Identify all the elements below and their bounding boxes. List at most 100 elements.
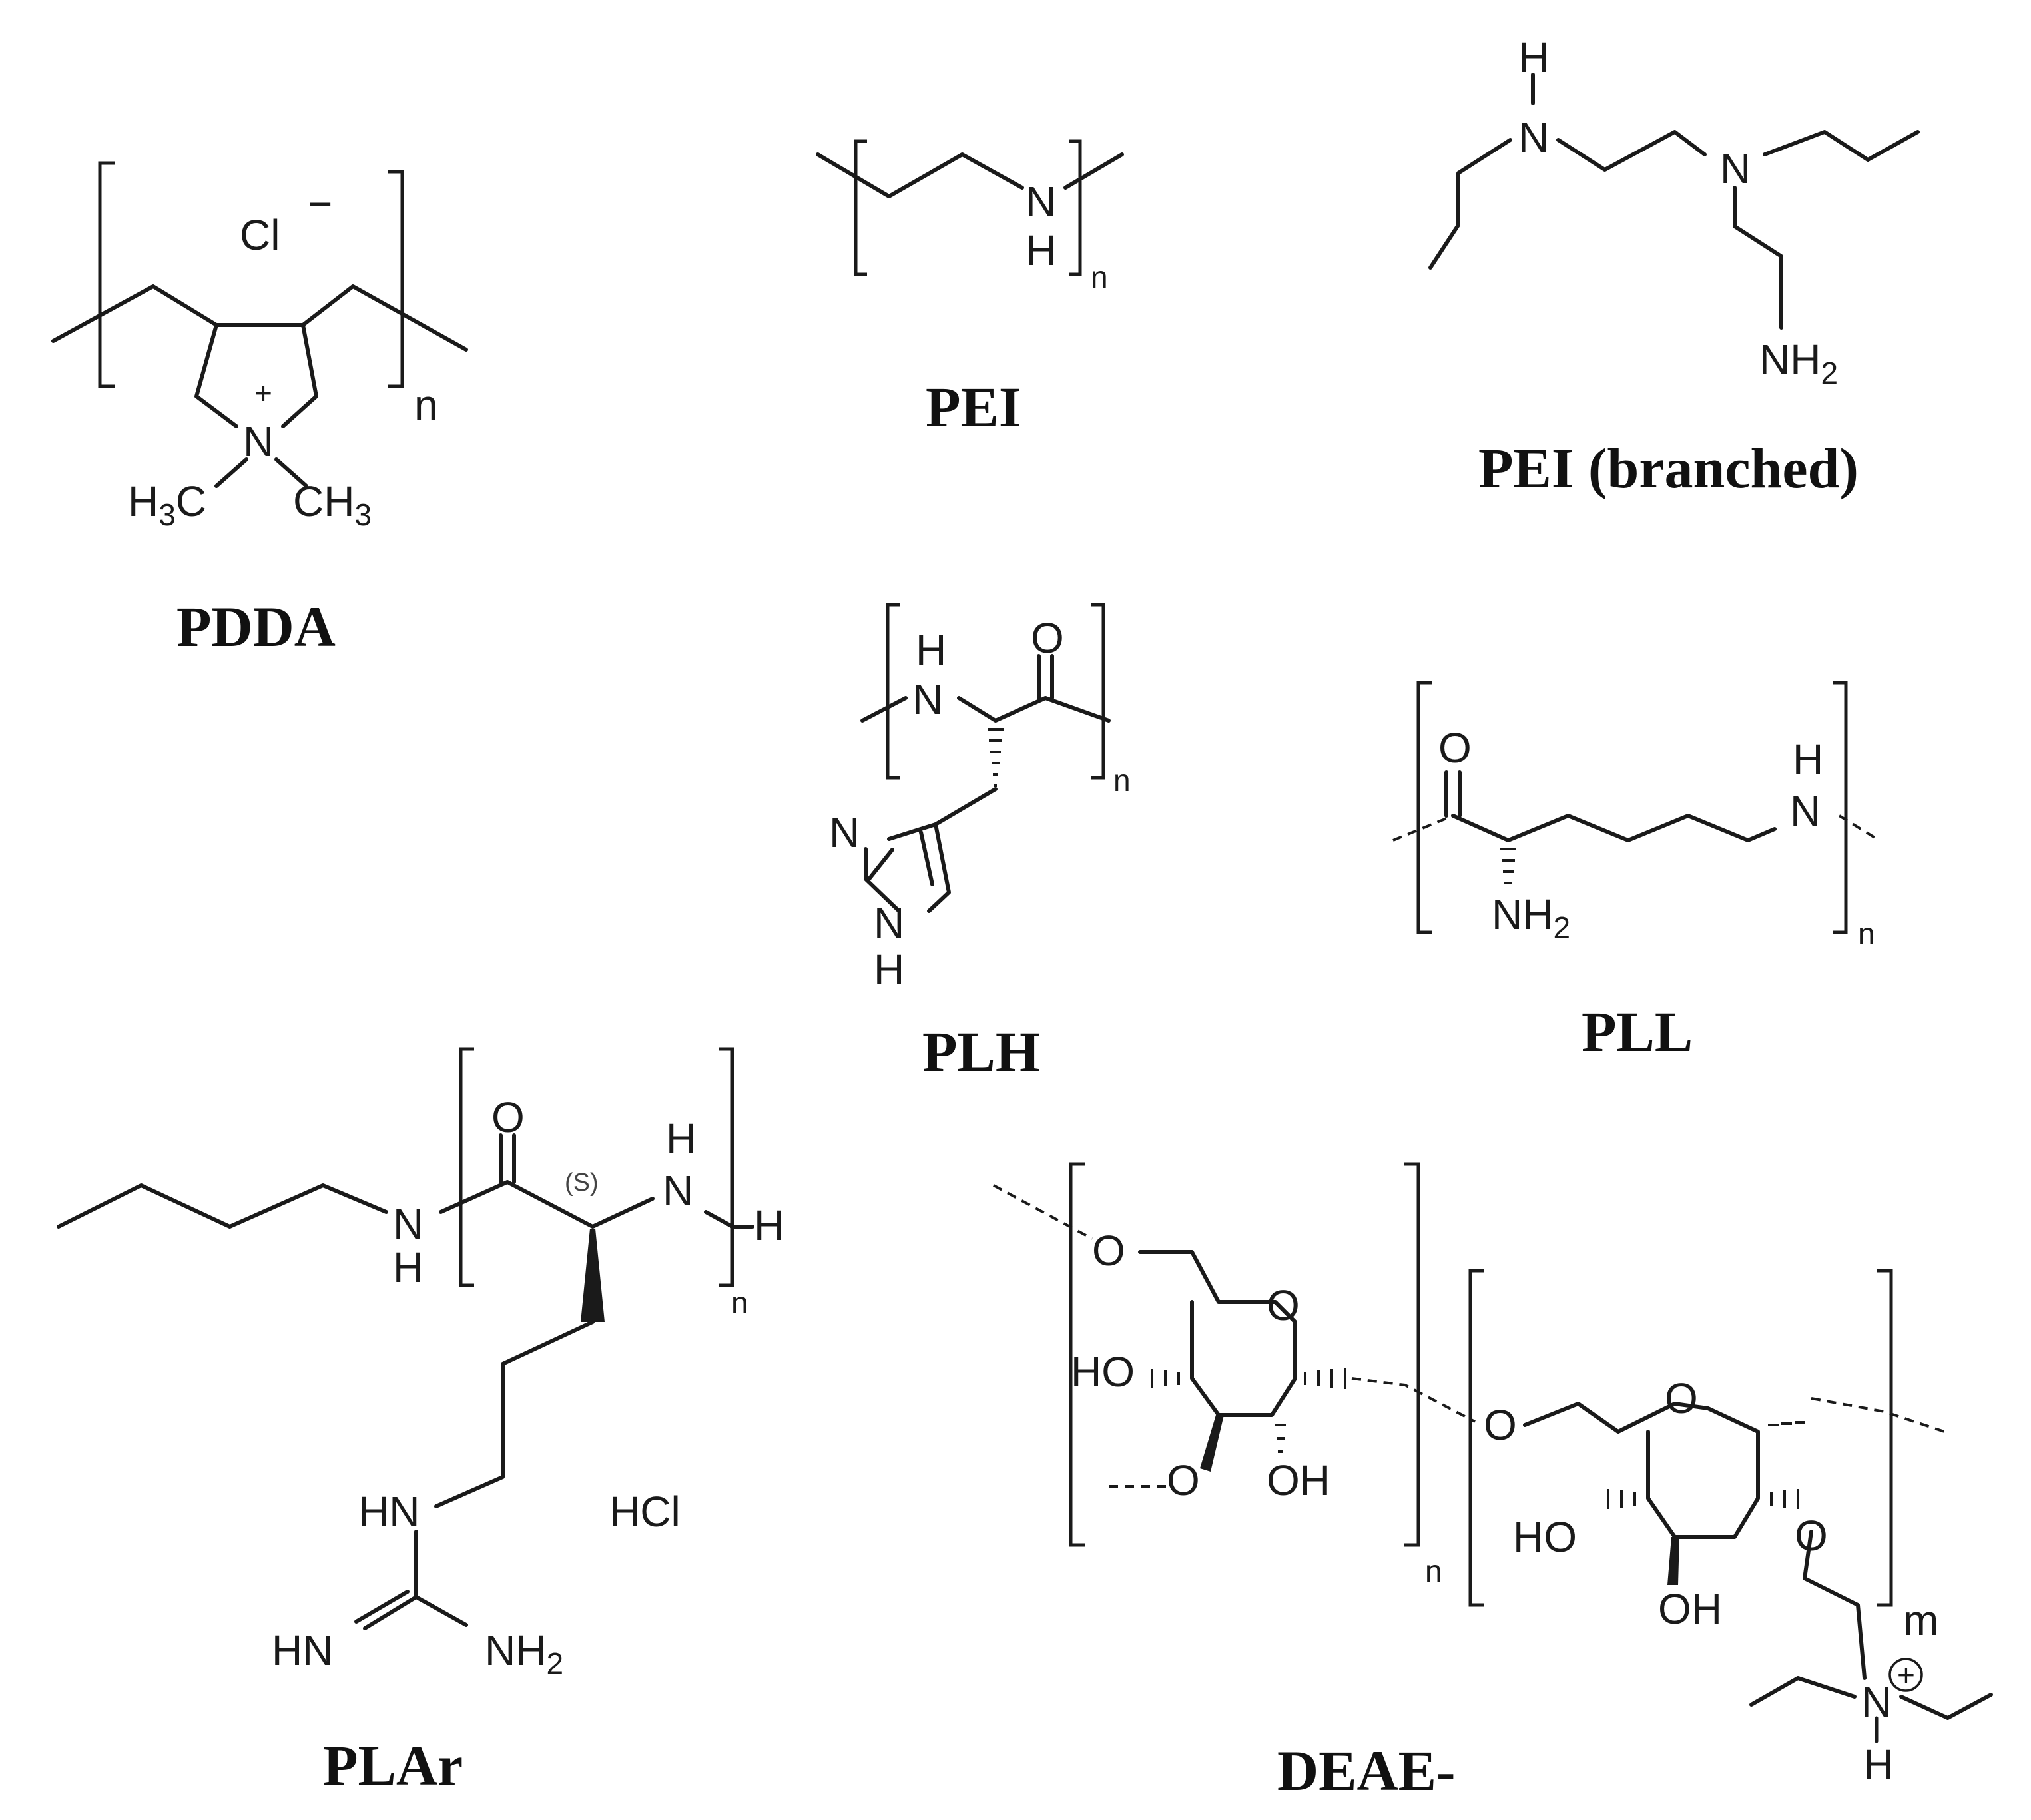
- plar-hn: HN: [358, 1488, 420, 1536]
- deae-repeat-n: n: [1425, 1554, 1442, 1588]
- pll-label: PLL: [1582, 1000, 1693, 1063]
- pdda-nitrogen: N: [243, 418, 274, 465]
- pdda-left-bracket: [98, 161, 115, 388]
- pdda-backbone: [51, 284, 468, 352]
- plh-ring-nh-n: N: [874, 899, 904, 947]
- deae-left-continuation: [993, 1184, 1093, 1240]
- pll-repeat-n: n: [1858, 916, 1875, 951]
- deae-right-continuation: [1811, 1397, 1945, 1433]
- pdda-ring: [194, 323, 318, 428]
- plar-carbonyl: [499, 1133, 516, 1184]
- pdda-structure: Cl − + N H3C CH3 n PDDA: [51, 161, 468, 659]
- deae-ho2: HO: [1513, 1513, 1577, 1561]
- pll-amine: NH2: [1492, 890, 1570, 945]
- deae-charge-circle: [1888, 1658, 1923, 1692]
- deae-o-link1: O: [1092, 1227, 1125, 1275]
- pdda-repeat-n: n: [414, 381, 438, 429]
- pei-left-bracket: [854, 139, 867, 276]
- pll-right-continuation: [1838, 814, 1881, 842]
- plh-left-bracket: [886, 603, 900, 780]
- deae-unit1-wedge: [1200, 1415, 1224, 1472]
- deae-unit2-hash-left: [1607, 1489, 1636, 1509]
- plar-nh-h: H: [666, 1115, 697, 1163]
- pdda-methyl-bonds: [214, 457, 308, 488]
- pei-branched-n2: N: [1720, 145, 1751, 192]
- deae-label: DEAE-: [1277, 1739, 1456, 1803]
- deae-o-link3: O: [1484, 1401, 1517, 1449]
- plar-guanidine: [363, 1530, 468, 1630]
- pdda-minus-charge: −: [308, 180, 332, 228]
- pei-structure: N H n PEI: [816, 139, 1124, 439]
- plar-end-h: H: [754, 1201, 784, 1249]
- pdda-label: PDDA: [176, 595, 336, 659]
- pei-branched-label: PEI (branched): [1478, 436, 1859, 500]
- plar-right-bracket: [719, 1047, 734, 1287]
- plh-repeat-n: n: [1113, 763, 1131, 798]
- deae-ho1: HO: [1071, 1348, 1135, 1396]
- plar-guanidine-double: [354, 1590, 410, 1624]
- pll-oxygen: O: [1438, 724, 1472, 772]
- plar-repeat-n: n: [731, 1285, 748, 1320]
- plh-label: PLH: [922, 1020, 1040, 1083]
- pei-branched-top-h: H: [1518, 33, 1549, 81]
- pei-branched-bonds: [1428, 73, 1920, 330]
- plar-stereo-label: (S): [565, 1169, 599, 1197]
- deae-unit1-hash-oh: [1275, 1424, 1286, 1453]
- pll-carbonyl: [1444, 770, 1462, 818]
- pll-left-bracket: [1416, 681, 1432, 934]
- pei-branched-amine: NH2: [1759, 336, 1838, 390]
- plh-side-chain: [934, 787, 998, 826]
- plar-side-chain: [434, 1320, 595, 1508]
- deae-unit1-hash-left: [1151, 1369, 1180, 1388]
- deae-ether-chain: [1803, 1530, 1867, 1680]
- plh-structure: H N O N N H n PLH: [829, 603, 1131, 1083]
- plh-ring-nh-h: H: [874, 946, 904, 994]
- pei-hydrogen: H: [1025, 226, 1056, 274]
- pei-branched-structure: H N N NH2 PEI (branched): [1428, 33, 1920, 500]
- plar-hcl: HCl: [609, 1488, 681, 1536]
- plar-stereo-wedge: [581, 1229, 605, 1322]
- deae-unit1-oxygen-bond: [1273, 1300, 1297, 1324]
- plar-butyl-chain: [57, 1183, 388, 1229]
- pei-label: PEI: [926, 375, 1021, 439]
- pei-branched-n1: N: [1518, 113, 1549, 161]
- deae-ring-o2: O: [1665, 1374, 1698, 1422]
- deae-unit1-hash-right: [1304, 1368, 1346, 1389]
- pll-left-continuation: [1392, 814, 1454, 842]
- pei-nitrogen: N: [1025, 178, 1056, 226]
- deae-ethyl-groups: [1749, 1676, 1993, 1720]
- deae-structure: O O HO O OH n O O HO OH O m N + H DEAE-: [993, 1162, 1993, 1803]
- pdda-counterion: Cl: [240, 211, 280, 259]
- deae-ring-o1: O: [1267, 1281, 1300, 1329]
- plh-nh-h: H: [916, 626, 946, 674]
- plh-carbonyl: [1037, 654, 1054, 700]
- pll-nh-h: H: [1793, 735, 1823, 783]
- deae-unit2-ring: [1523, 1402, 1760, 1539]
- deae-ammonium-n: N: [1861, 1678, 1892, 1726]
- plar-amide-n: N: [393, 1200, 424, 1248]
- pei-right-bracket: [1069, 139, 1082, 276]
- plh-oxygen: O: [1031, 614, 1064, 662]
- plh-imidazole-double: [919, 830, 934, 886]
- pll-backbone: [1451, 814, 1777, 842]
- deae-right-bracket-1: [1404, 1162, 1420, 1547]
- deae-left-bracket-1: [1069, 1162, 1085, 1547]
- plh-ring-n: N: [829, 808, 860, 856]
- deae-repeat-m: m: [1903, 1596, 1938, 1644]
- deae-left-bracket-2: [1468, 1269, 1484, 1607]
- deae-unit2-hash-right: [1770, 1489, 1799, 1509]
- plh-right-bracket: [1091, 603, 1105, 780]
- deae-oh1: OH: [1267, 1456, 1330, 1504]
- plar-oxygen: O: [491, 1093, 525, 1141]
- plh-imidazole: [864, 822, 951, 913]
- pdda-plus-charge: +: [254, 376, 272, 410]
- pdda-right-methyl: CH3: [293, 477, 372, 532]
- deae-o-link2: O: [1167, 1456, 1200, 1504]
- plar-backbone: [439, 1180, 754, 1229]
- plh-stereo-hash: [988, 728, 1004, 787]
- plar-imine: HN: [272, 1626, 333, 1674]
- plar-left-bracket: [459, 1047, 474, 1287]
- plar-amine: NH2: [485, 1626, 563, 1681]
- plar-structure: O (S) N H H N H n HN HCl HN NH2 PLAr: [57, 1047, 784, 1797]
